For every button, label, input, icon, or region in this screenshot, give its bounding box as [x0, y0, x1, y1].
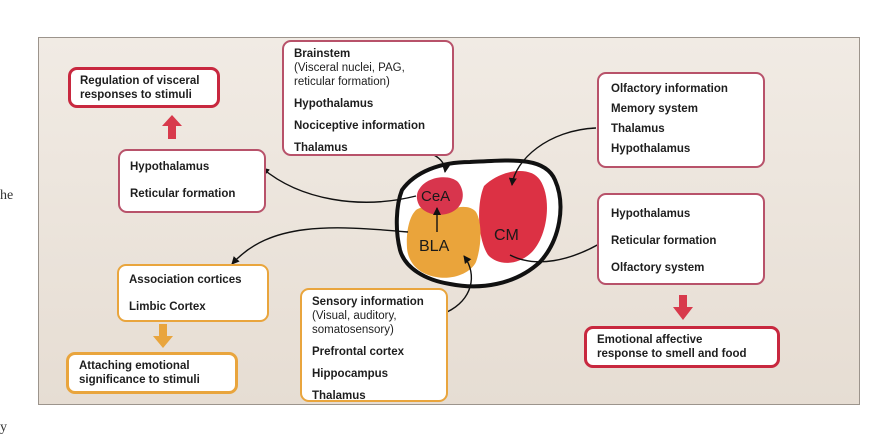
bla-output-limbic: Limbic Cortex [129, 301, 206, 313]
cm-output-reticular: Reticular formation [611, 235, 717, 247]
regulation-visceral-box: Regulation of visceral responses to stim… [68, 67, 220, 108]
cm-label: CM [494, 227, 519, 244]
sensory-detail-2: somatosensory) [312, 324, 394, 336]
cea-outputs-box: Hypothalamus Reticular formation [118, 149, 266, 213]
emotional-line-2: response to smell and food [597, 348, 747, 360]
bla-output-association: Association cortices [129, 274, 242, 286]
edge-text-left: he [0, 188, 14, 203]
bla-inputs-box: Sensory information (Visual, auditory, s… [300, 288, 448, 402]
cea-output-reticular: Reticular formation [130, 188, 236, 200]
cm-input-thalamus: Thalamus [611, 123, 665, 135]
bla-label: BLA [419, 238, 450, 255]
sensory-title: Sensory information [312, 296, 424, 308]
bla-outputs-box: Association cortices Limbic Cortex [117, 264, 269, 322]
cm-outputs-box: Hypothalamus Reticular formation Olfacto… [597, 193, 765, 285]
emotional-line-1: Emotional affective [597, 334, 703, 346]
up-arrow-red [162, 115, 182, 139]
cm-output-olfactory: Olfactory system [611, 262, 705, 274]
arrow-sensory-to-bla [446, 255, 473, 313]
arrow-cea-to-hypothalamus [261, 167, 417, 203]
bla-nucleus [406, 206, 481, 278]
attaching-significance-box: Attaching emotional significance to stim… [66, 352, 238, 394]
attaching-line-2: significance to stimuli [79, 374, 200, 386]
cm-input-olfactory: Olfactory information [611, 83, 728, 95]
cm-inputs-box: Olfactory information Memory system Thal… [597, 72, 765, 168]
attaching-line-1: Attaching emotional [79, 360, 190, 372]
brainstem-inputs-box: Brainstem (Visceral nuclei, PAG, reticul… [282, 40, 454, 156]
cm-output-hypothalamus: Hypothalamus [611, 208, 691, 220]
down-arrow-orange [153, 324, 173, 348]
down-arrow-red [673, 295, 693, 320]
sensory-item-hippocampus: Hippocampus [312, 368, 389, 380]
brainstem-detail-1: (Visceral nuclei, PAG, [294, 62, 405, 74]
cm-nucleus [479, 171, 547, 263]
cm-input-hypothalamus: Hypothalamus [611, 143, 691, 155]
brainstem-title: Brainstem [294, 48, 351, 60]
edge-text-bottom: y [0, 420, 7, 435]
arrow-cm-to-hypothalamus-right [509, 239, 607, 263]
cea-nucleus [416, 177, 463, 215]
sensory-item-thalamus: Thalamus [312, 390, 366, 402]
cea-output-hypothalamus: Hypothalamus [130, 161, 210, 173]
regulation-line-1: Regulation of visceral [80, 75, 200, 87]
arrow-bla-to-association [231, 227, 409, 265]
brainstem-item-nociceptive: Nociceptive information [294, 120, 425, 132]
brainstem-item-thalamus: Thalamus [294, 142, 348, 154]
cm-input-memory: Memory system [611, 103, 698, 115]
emotional-response-box: Emotional affective response to smell an… [584, 326, 780, 368]
cea-label: CeA [421, 188, 450, 205]
arrow-olfactory-to-cm [508, 127, 597, 186]
sensory-detail-1: (Visual, auditory, [312, 310, 397, 322]
brainstem-detail-2: reticular formation) [294, 76, 390, 88]
regulation-line-2: responses to stimuli [80, 89, 192, 101]
brainstem-item-hypothalamus: Hypothalamus [294, 98, 374, 110]
sensory-item-prefrontal: Prefrontal cortex [312, 346, 405, 358]
